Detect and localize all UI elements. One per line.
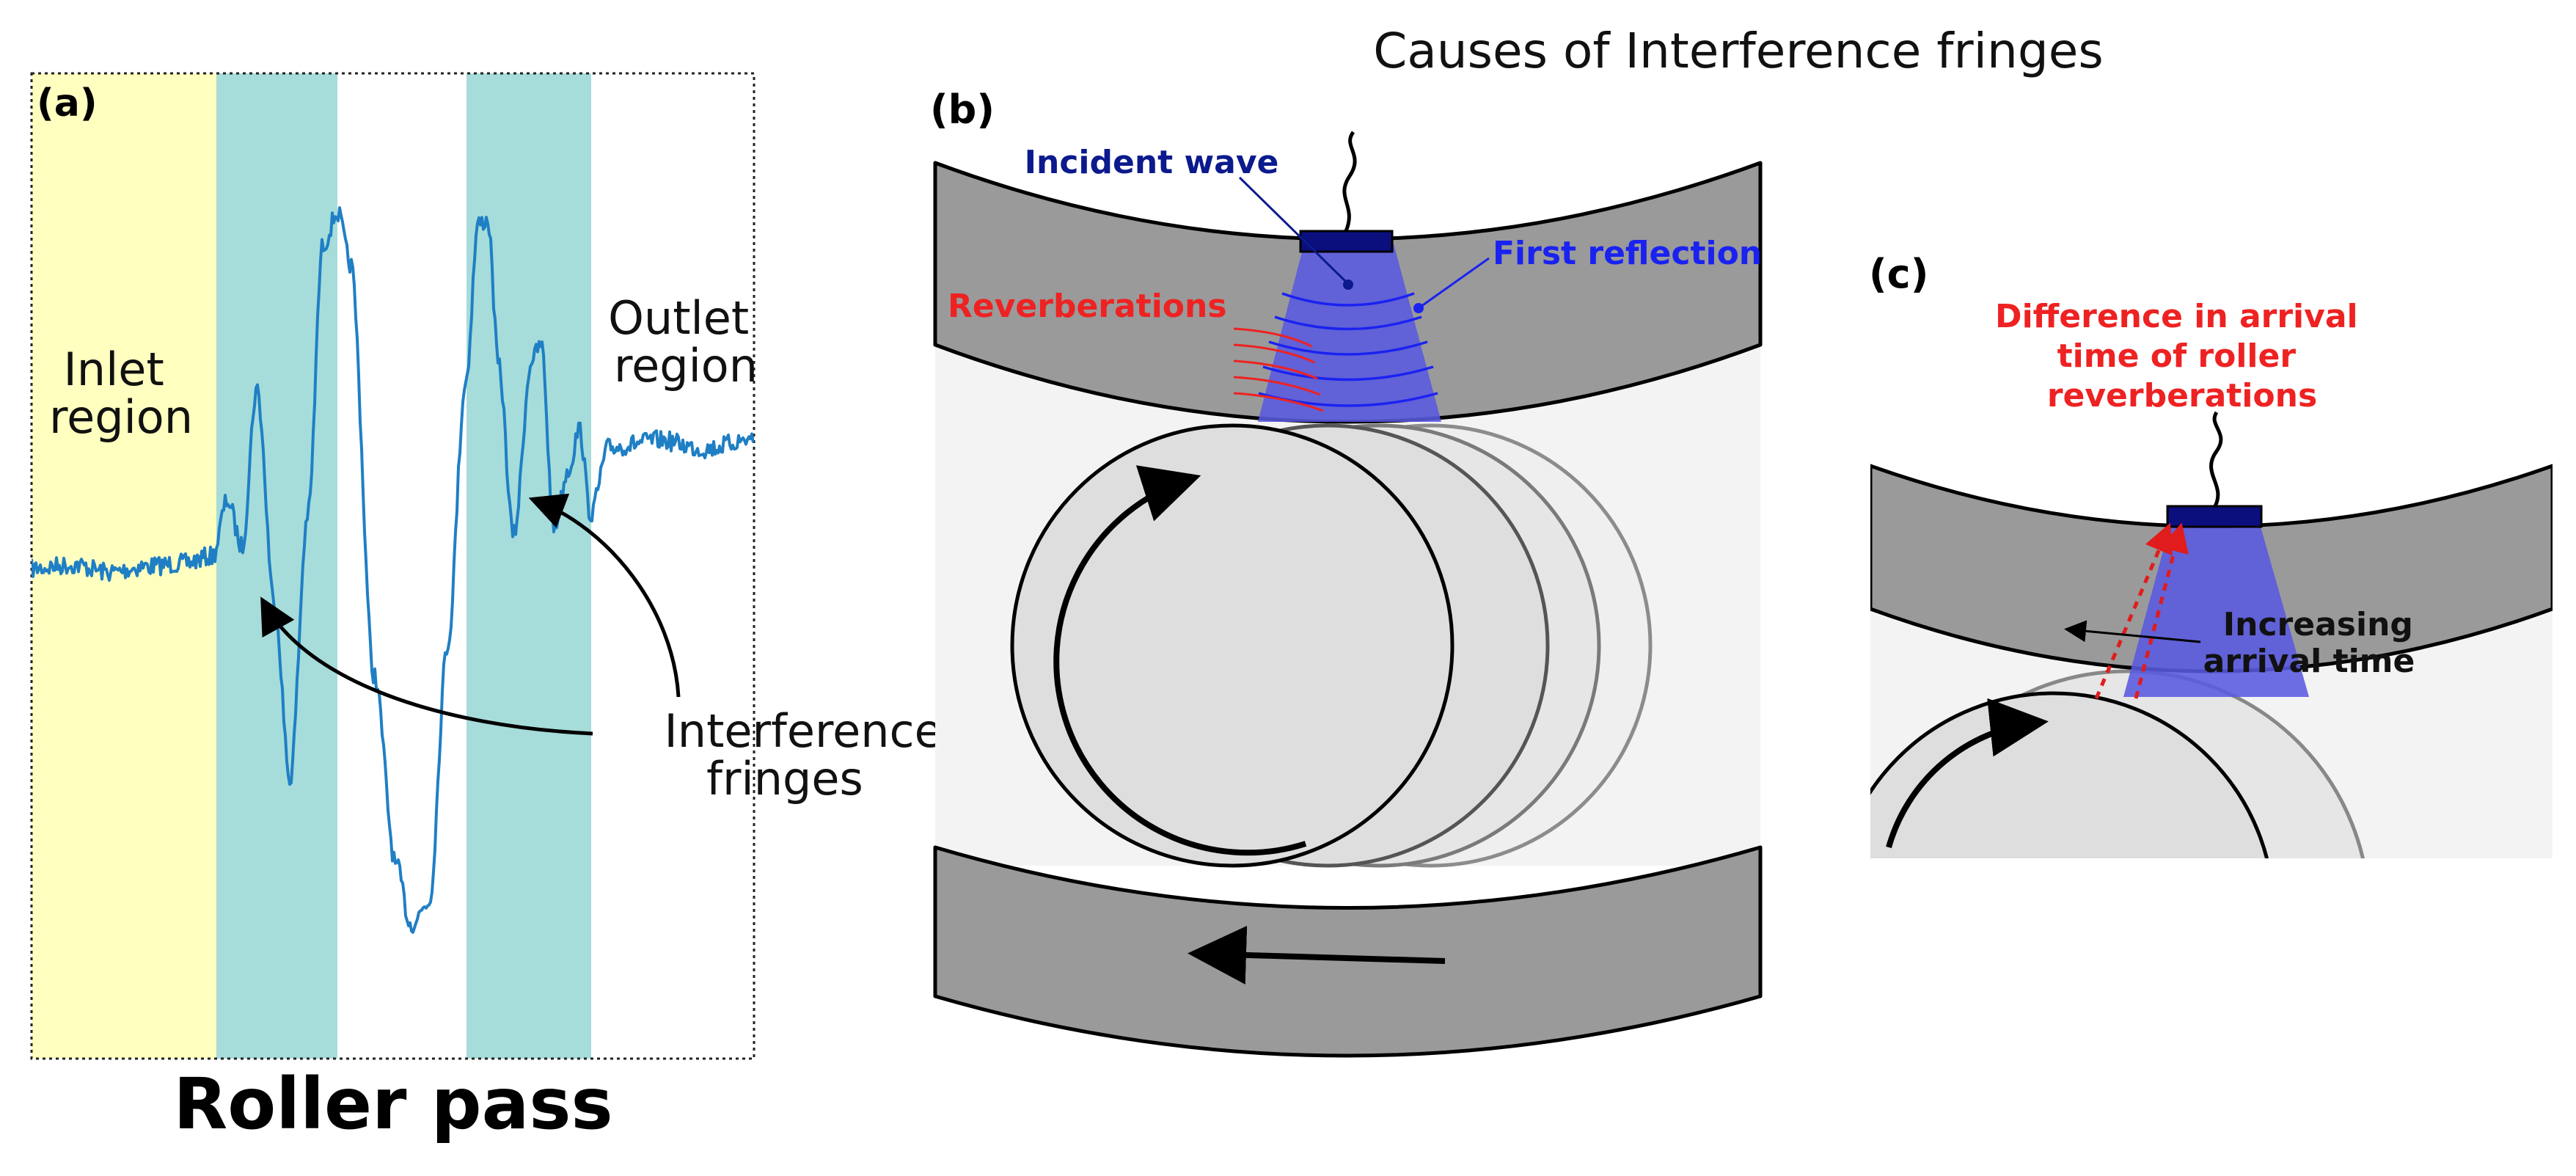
roller-pass-label: Roller pass <box>173 1063 612 1145</box>
reverb-path-early <box>2094 522 2173 699</box>
incident-wave-label: Incident wave <box>1025 144 1279 181</box>
arrival-difference-label: Difference in arrival time of roller rev… <box>1995 298 2369 414</box>
first-reflection-label: First reflection <box>1493 235 1762 272</box>
transducer-b <box>1299 230 1394 253</box>
reverb-path-late <box>2134 522 2189 699</box>
ultrasonic-beam-c <box>2123 527 2309 697</box>
fringe-band-left <box>216 73 337 1059</box>
roller-rotation-arrow-c <box>1886 698 2049 849</box>
figure-title: Causes of Interference fringes <box>1373 23 2103 79</box>
fringe-arrow-left <box>260 596 593 736</box>
first-reflection-leader <box>1418 257 1490 310</box>
roller-main-c <box>1870 691 2269 858</box>
incident-wave-leader <box>1238 176 1348 284</box>
increasing-arrival-label: Increasing arrival time <box>2203 606 2425 680</box>
panel-b-label: (b) <box>930 87 995 133</box>
reverberations-label: Reverberations <box>948 288 1227 325</box>
transducer-c <box>2166 505 2263 528</box>
panel-b: (b) Incident wave First reflection Rever… <box>930 87 1763 1058</box>
panel-a-label: (a) <box>37 81 98 125</box>
reverberation-lines <box>1233 327 1324 412</box>
inner-race <box>933 845 1763 1058</box>
interference-fringes-label: Interference fringes <box>664 704 956 806</box>
panel-a-frame <box>30 72 755 1060</box>
transducer-cable-c <box>2209 411 2223 508</box>
fringe-band-right <box>466 73 591 1059</box>
fringe-arrow-right <box>528 493 681 698</box>
panel-c-label: (c) <box>1869 251 1928 297</box>
roller-main <box>1010 423 1455 868</box>
increasing-time-arrow <box>2064 620 2201 643</box>
inlet-region-label: Inlet region <box>49 343 193 444</box>
transducer-cable-b <box>1342 131 1357 232</box>
signal-trace <box>32 206 754 934</box>
outlet-region-label: Outlet region <box>608 291 764 392</box>
panel-c: (c) Difference in arrival time of roller… <box>1869 251 2553 858</box>
incident-wave-dot <box>1343 280 1353 290</box>
inner-race-motion-arrow <box>1188 925 1446 985</box>
first-reflection-dot <box>1413 303 1424 313</box>
panel-a: (a) Inlet region Outlet region Interfere… <box>30 72 956 1145</box>
roller-rotation-arrow <box>1053 465 1307 856</box>
